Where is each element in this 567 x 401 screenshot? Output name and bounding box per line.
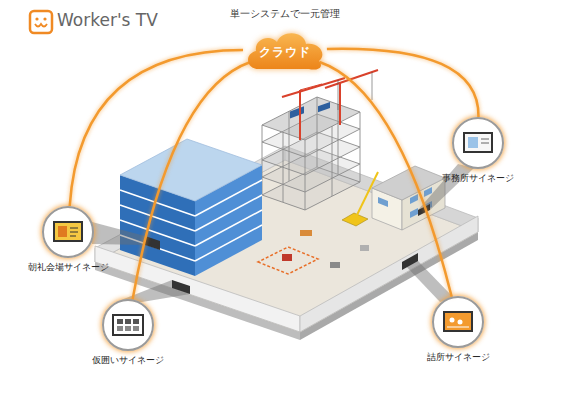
roof-tarp [290,106,304,118]
callout-fill [453,118,503,168]
building-floor-lines [120,180,262,261]
signage-icon [113,315,143,335]
signage-icon [444,312,472,331]
callout-wedge [418,164,474,210]
steel-frame [262,97,360,210]
machine [282,254,292,261]
crane-cable [372,72,373,100]
cloud-node: クラウド [243,29,327,71]
callout-fill [433,297,483,347]
logo-icon [30,11,52,33]
material-stack [360,245,369,251]
callout-fill [103,300,153,350]
signage-icon [54,222,82,241]
signage [145,236,160,250]
signage-callout: 朝礼会場サイネージ [42,206,94,258]
fence-wall [300,216,478,332]
signage-callout: 仮囲いサイネージ [102,299,154,351]
connector-line [320,62,452,297]
logo-eye [35,17,38,20]
tower-crane [282,70,378,140]
node-label: 事務所サイネージ [442,173,514,185]
crawler-crane [342,213,368,226]
signage-icon [464,133,492,152]
signage-callout: 詰所サイネージ [432,296,484,348]
crane-cable [338,80,339,110]
node-label: 詰所サイネージ [427,352,490,364]
logo-text: Worker's TV [57,10,158,30]
connector-line [70,50,243,206]
diagram-title: 単一システムで一元管理 [185,7,385,21]
callout-fill [43,207,93,257]
barrier [258,247,318,274]
callout-wedge [92,222,145,245]
node-label: 仮囲いサイネージ [92,355,164,367]
logo-eye [43,17,46,20]
material-stack [300,230,312,236]
signage-callout: 事務所サイネージ [452,117,504,169]
callout-wedge [402,261,454,302]
logo-mouth [35,24,47,27]
connector-line [133,62,251,299]
cloud-outline [248,33,322,69]
fence-wall [95,246,300,332]
node-label: クラウド [259,44,311,61]
signage [172,280,190,294]
signage [402,253,418,270]
connector-line [327,49,479,117]
roof-tarp [318,102,330,112]
material-stack [330,262,340,268]
crane-boom [356,172,378,217]
node-label: 朝礼会場サイネージ [28,262,109,274]
